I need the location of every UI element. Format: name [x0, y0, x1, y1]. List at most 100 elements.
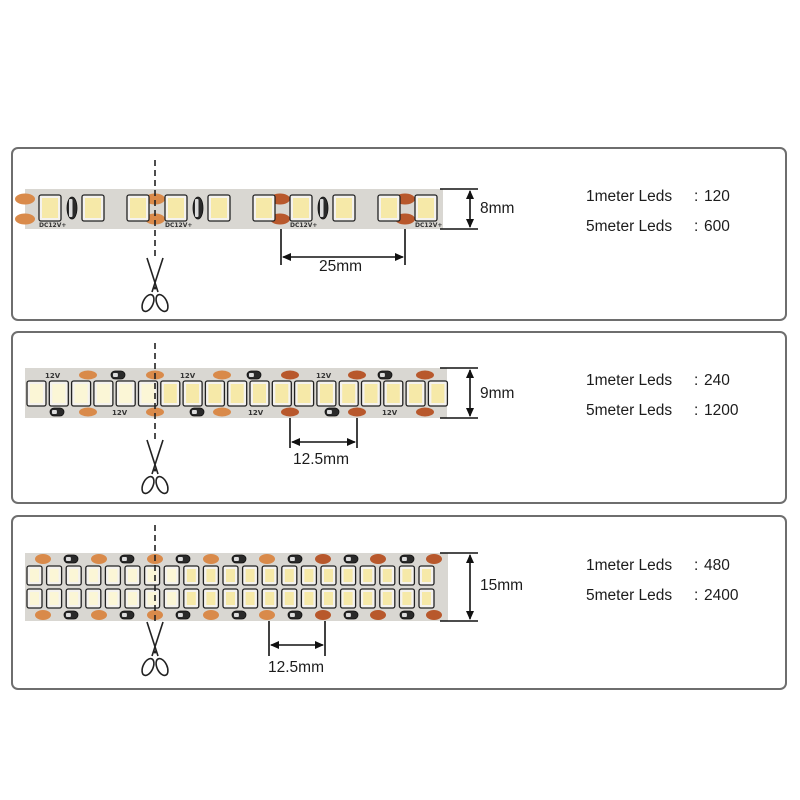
- resistor-cap: [402, 557, 407, 561]
- led-emitter: [226, 569, 235, 582]
- spec-colon: :: [694, 188, 699, 205]
- solder-pad: [91, 610, 107, 620]
- resistor-cap: [346, 613, 351, 617]
- spec-value: 1200: [704, 402, 739, 419]
- led-emitter: [382, 592, 392, 605]
- led-emitter: [130, 198, 146, 218]
- led-emitter: [119, 384, 133, 403]
- resistor-cap: [249, 373, 254, 377]
- spec-label: 1meter Leds: [586, 372, 673, 389]
- strip-marking: DC12V+: [39, 222, 66, 229]
- spec-row: 1meter Leds:240: [586, 366, 738, 396]
- solder-pad: [35, 554, 51, 564]
- led-emitter: [52, 384, 66, 403]
- pcb-strip: [25, 553, 448, 621]
- led-emitter: [167, 592, 177, 605]
- spec-value: 600: [704, 218, 730, 235]
- led-emitter: [253, 384, 266, 403]
- led-emitter: [30, 384, 43, 403]
- led-emitter: [49, 592, 59, 605]
- led-emitter: [69, 592, 79, 605]
- spec-row: 5meter Leds:1200: [586, 396, 738, 426]
- led-emitter: [265, 569, 275, 582]
- width-arrow-head: [466, 408, 474, 417]
- resistor-cap: [178, 613, 183, 617]
- led-emitter: [245, 592, 255, 605]
- solder-pad: [315, 554, 331, 564]
- scissors-part: [151, 439, 164, 475]
- led-emitter: [168, 198, 184, 218]
- solder-pad: [259, 554, 275, 564]
- resistor-cap: [380, 373, 385, 377]
- pitch-arrow-head: [291, 438, 300, 446]
- led-emitter: [343, 569, 353, 582]
- led-emitter: [336, 198, 352, 218]
- resistor-cap: [195, 199, 199, 217]
- led-emitter: [418, 198, 434, 218]
- led-emitter: [96, 384, 110, 403]
- scissors-part: [151, 257, 164, 293]
- led-emitter: [293, 198, 309, 218]
- led-emitter: [382, 569, 392, 582]
- solder-pad: [146, 407, 164, 417]
- width-arrow-head: [466, 190, 474, 199]
- solder-pad: [79, 407, 97, 417]
- width-arrow-head: [466, 611, 474, 620]
- led-emitter: [141, 384, 155, 403]
- solder-pad: [203, 610, 219, 620]
- strip-marking: DC12V+: [415, 222, 442, 229]
- led-emitter: [230, 384, 244, 403]
- scissors-part: [141, 293, 155, 313]
- strip-width-label: 8mm: [480, 200, 515, 217]
- scissors-part: [141, 657, 155, 677]
- spec-row: 1meter Leds:120: [586, 182, 730, 212]
- scissors-part: [155, 657, 169, 677]
- strip-marking: 12V: [180, 372, 196, 380]
- spec-label: 1meter Leds: [586, 557, 673, 574]
- led-emitter: [74, 384, 88, 403]
- led-emitter: [343, 592, 353, 605]
- led-emitter: [342, 384, 356, 403]
- solder-pad: [426, 610, 442, 620]
- spec-row: 1meter Leds:480: [586, 551, 738, 581]
- solder-pad: [259, 610, 275, 620]
- solder-pad: [426, 554, 442, 564]
- resistor-cap: [320, 199, 324, 217]
- spec-list: 1meter Leds:480 5meter Leds:2400: [586, 551, 738, 611]
- led-emitter: [226, 592, 235, 605]
- resistor-cap: [113, 373, 118, 377]
- led-emitter: [324, 592, 333, 605]
- scissors-icon: [141, 621, 169, 677]
- led-emitter: [186, 592, 196, 605]
- strip-marking: 12V: [382, 409, 398, 417]
- spec-row: 5meter Leds:600: [586, 212, 730, 242]
- pitch-arrow-head: [347, 438, 356, 446]
- led-emitter: [363, 592, 373, 605]
- resistor-cap: [122, 613, 127, 617]
- scissors-part: [155, 475, 169, 495]
- scissors-part: [151, 621, 164, 657]
- resistor-cap: [402, 613, 407, 617]
- solder-pad: [348, 407, 366, 417]
- led-emitter: [245, 569, 255, 582]
- spec-value: 2400: [704, 587, 739, 604]
- led-emitter: [88, 592, 98, 605]
- cut-pitch-label: 12.5mm: [268, 659, 324, 676]
- solder-pad: [416, 407, 434, 417]
- scissors-part: [153, 650, 157, 654]
- solder-pad: [370, 554, 386, 564]
- led-emitter: [409, 384, 423, 403]
- led-emitter: [167, 569, 177, 582]
- led-emitter: [128, 569, 137, 582]
- scissors-icon: [141, 439, 169, 495]
- led-emitter: [319, 384, 333, 403]
- led-emitter: [30, 569, 39, 582]
- pitch-arrow-head: [270, 641, 279, 649]
- strip-marking: DC12V+: [290, 222, 317, 229]
- solder-pad: [79, 370, 97, 380]
- scissors-icon: [141, 257, 169, 313]
- spec-list: 1meter Leds:120 5meter Leds:600: [586, 182, 730, 242]
- strip-marking: 12V: [112, 409, 128, 417]
- strip-marking: 12V: [248, 409, 264, 417]
- spec-colon: :: [694, 402, 699, 419]
